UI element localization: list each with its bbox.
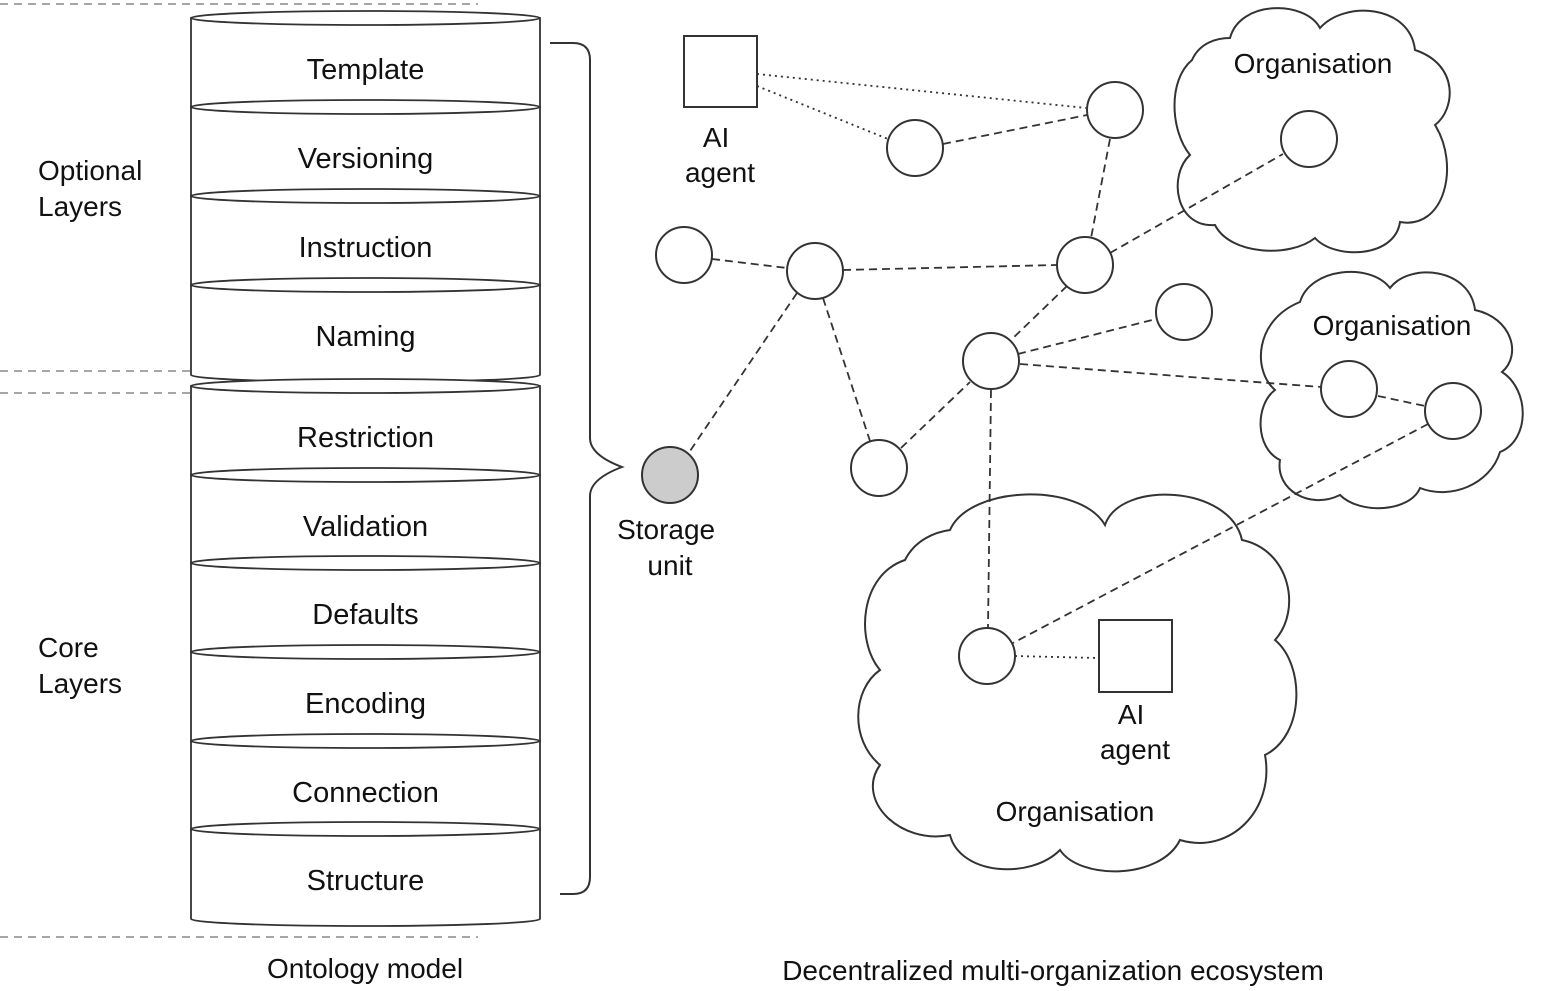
network-edge [1109,153,1284,254]
layer-encoding: Encoding [190,644,541,750]
network-edge [1017,318,1157,355]
network-edge [689,292,798,452]
layer-top-ellipse [190,10,541,26]
network-node [1320,360,1378,418]
storage-unit-label-line2: unit [647,550,692,581]
network-edge [1012,423,1429,644]
optional-layers-label: Optional Layers [38,155,150,222]
layer-top-ellipse [190,555,541,571]
network-edge [1377,395,1426,407]
layer-body [190,828,541,927]
network-node [1086,81,1144,139]
network-node [958,627,1016,685]
ai-agent-label-bottom-line2: agent [1100,734,1170,765]
layer-label: Naming [316,321,416,353]
ai-agents [683,35,1173,693]
layer-label: Encoding [305,688,426,720]
layer-label: Defaults [312,599,418,631]
network-edge [711,258,788,269]
storage-unit-label-line1: Storage [617,514,715,545]
network-node [786,242,844,300]
organisation-cloud-middle [1259,270,1524,510]
layer-top-ellipse [190,733,541,749]
network-edge [1019,363,1322,388]
organisation-label-top: Organisation [1234,48,1393,79]
core-layers-label: Core Layers [38,632,122,699]
layer-top-ellipse [190,188,541,204]
network-node [850,439,908,497]
ai-agent-label-bottom: AI agent [1100,699,1170,765]
layer-top-ellipse [190,644,541,660]
network-edge [987,389,992,629]
layer-label: Versioning [298,143,433,175]
layer-label: Structure [307,865,425,897]
ai-agent-label-top-line2: agent [685,157,755,188]
layer-top-ellipse [190,277,541,293]
layer-label: Instruction [299,232,433,264]
agent-edge [1014,655,1099,659]
layer-top-ellipse [190,467,541,483]
layer-top-ellipse [190,378,541,394]
layer-validation: Validation [190,467,541,573]
organisation-cloud-bottom [857,493,1298,873]
ai-agent-square-top [683,35,758,108]
layer-naming: Naming [190,277,541,383]
organisation-label-bottom: Organisation [996,796,1155,827]
network-node [1424,382,1482,440]
organisation-label-middle: Organisation [1313,310,1472,341]
network-edge [1090,138,1111,239]
layer-label: Restriction [297,422,434,454]
layer-label: Connection [292,777,439,809]
ai-agent-label-top-line1: AI [703,122,729,153]
ai-agent-label-bottom-line1: AI [1118,699,1144,730]
network-nodes [641,81,1482,685]
core-label-line1: Core [38,632,99,663]
curly-brace [550,42,625,895]
network-edge [942,114,1088,145]
ecosystem-caption: Decentralized multi-organization ecosyst… [782,955,1324,986]
layer-label: Template [307,54,425,86]
agent-edge [756,85,889,140]
network-edge [1010,285,1068,341]
optional-label-line2: Layers [38,191,122,222]
layer-top-ellipse [190,99,541,115]
storage-unit-node [641,446,699,504]
network-edge [822,297,871,442]
agent-edge [756,73,1087,109]
network-node [1056,236,1114,294]
network-edge [842,264,1058,271]
network-edge [900,381,971,449]
layer-stack: TemplateVersioningInstructionNamingRestr… [190,10,541,927]
layer-label: Validation [303,511,428,543]
network-edges [689,73,1429,659]
storage-unit-label: Storage unit [617,514,723,581]
layer-dividers [0,3,478,938]
layer-structure: Structure [190,821,541,927]
network-node [886,119,944,177]
organisation-clouds [857,7,1524,873]
network-node [655,226,713,284]
network-node [1280,110,1338,168]
network-node [1155,283,1213,341]
core-label-line2: Layers [38,668,122,699]
ontology-model-caption: Ontology model [267,953,463,984]
ai-agent-label-top: AI agent [685,122,755,188]
layer-top-ellipse [190,821,541,837]
optional-label-line1: Optional [38,155,142,186]
network-node [962,332,1020,390]
ai-agent-square-bottom [1098,619,1173,693]
